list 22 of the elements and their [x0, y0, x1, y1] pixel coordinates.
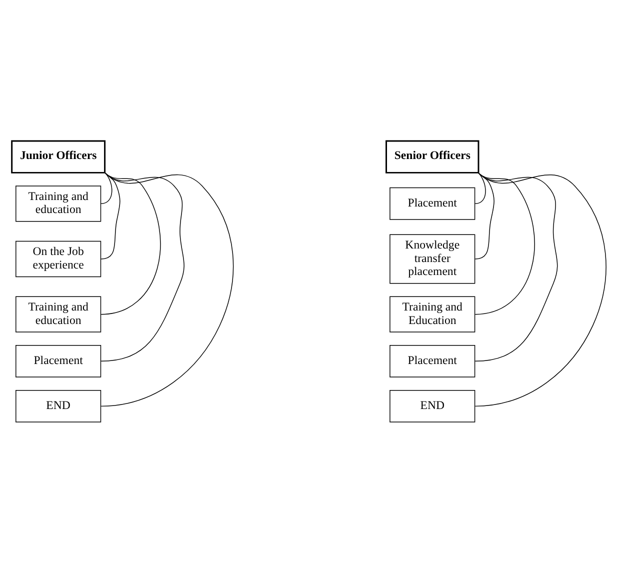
node-box: Placement	[390, 344, 476, 378]
connector	[100, 172, 112, 204]
node-box: Junior Officers	[11, 140, 106, 174]
connector	[100, 172, 184, 362]
connector	[474, 172, 535, 315]
node-box: Placement	[390, 187, 476, 220]
node-box: Placement	[16, 344, 102, 378]
connector	[474, 172, 486, 204]
connector	[100, 172, 120, 260]
node-box: Knowledge transfer placement	[390, 234, 476, 284]
connector	[474, 172, 606, 407]
connector	[100, 172, 161, 315]
node-box: END	[390, 390, 476, 422]
connector	[474, 172, 558, 362]
connector	[474, 172, 494, 260]
node-box: Training and education	[16, 296, 102, 332]
connector	[100, 172, 234, 407]
node-box: END	[16, 390, 102, 422]
node-box: On the Job experience	[16, 240, 102, 278]
node-box: Training and Education	[390, 296, 476, 332]
node-box: Training and education	[16, 186, 102, 222]
node-box: Senior Officers	[386, 140, 480, 174]
